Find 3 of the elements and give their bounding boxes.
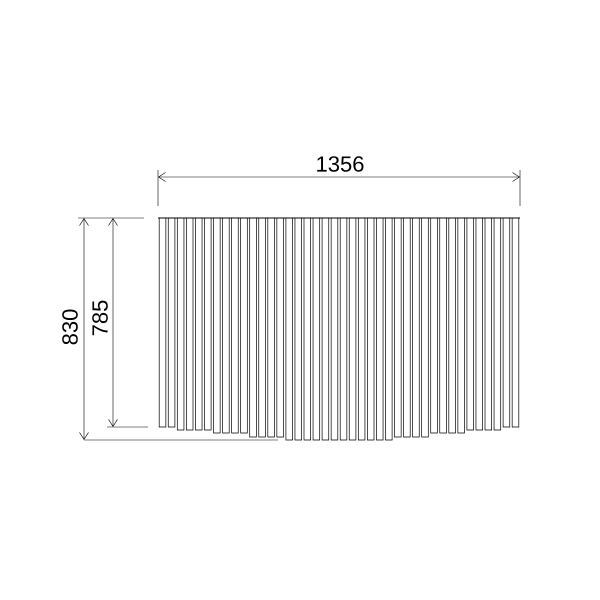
dimension-label: 1356: [317, 156, 364, 172]
dimension-label: 785: [92, 300, 108, 336]
dimension-label: 830: [62, 310, 78, 344]
